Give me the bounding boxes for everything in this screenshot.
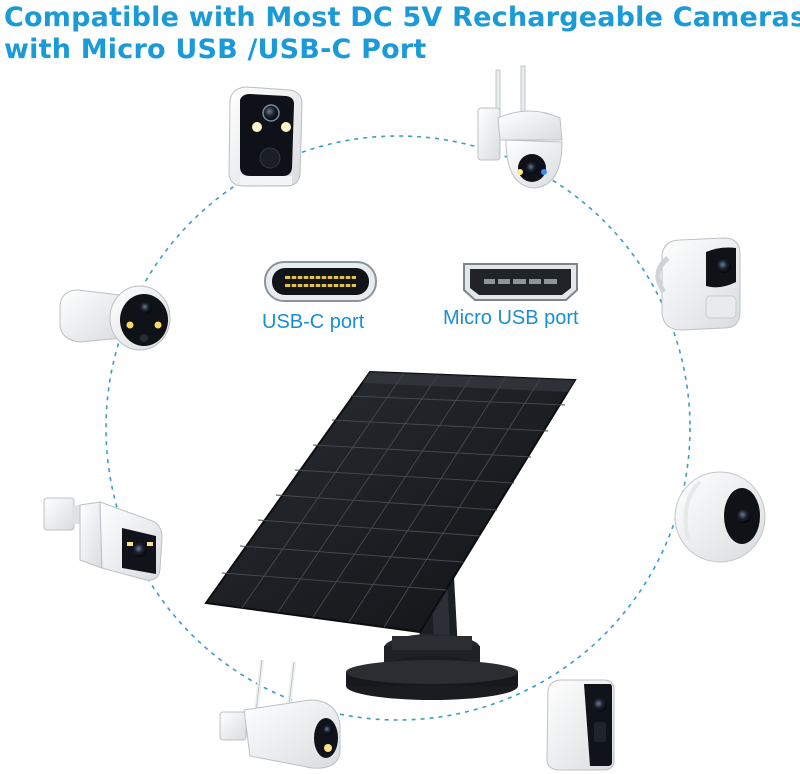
headline-line-1: Compatible with Most DC 5V Rechargeable … xyxy=(4,2,800,33)
dashed-circle xyxy=(105,135,691,721)
cube-camera-icon xyxy=(655,237,741,331)
round-camera-icon xyxy=(674,471,766,563)
wedge-camera-icon xyxy=(546,679,615,771)
antenna-bullet-camera-icon xyxy=(219,659,341,769)
headline-line-2: with Micro USB /USB-C Port xyxy=(4,34,427,65)
solar-panel-icon xyxy=(204,370,577,700)
ptz-dome-camera-icon xyxy=(477,65,563,189)
micro-usb-port-icon xyxy=(463,263,578,301)
battery-camera-icon xyxy=(228,86,303,187)
spotlight-bullet-camera-icon xyxy=(43,497,163,581)
usb-c-port-label: USB-C port xyxy=(262,311,365,333)
bullet-camera-icon xyxy=(59,285,171,351)
usb-c-port-icon xyxy=(264,261,377,302)
micro-usb-port-label: Micro USB port xyxy=(443,307,579,329)
